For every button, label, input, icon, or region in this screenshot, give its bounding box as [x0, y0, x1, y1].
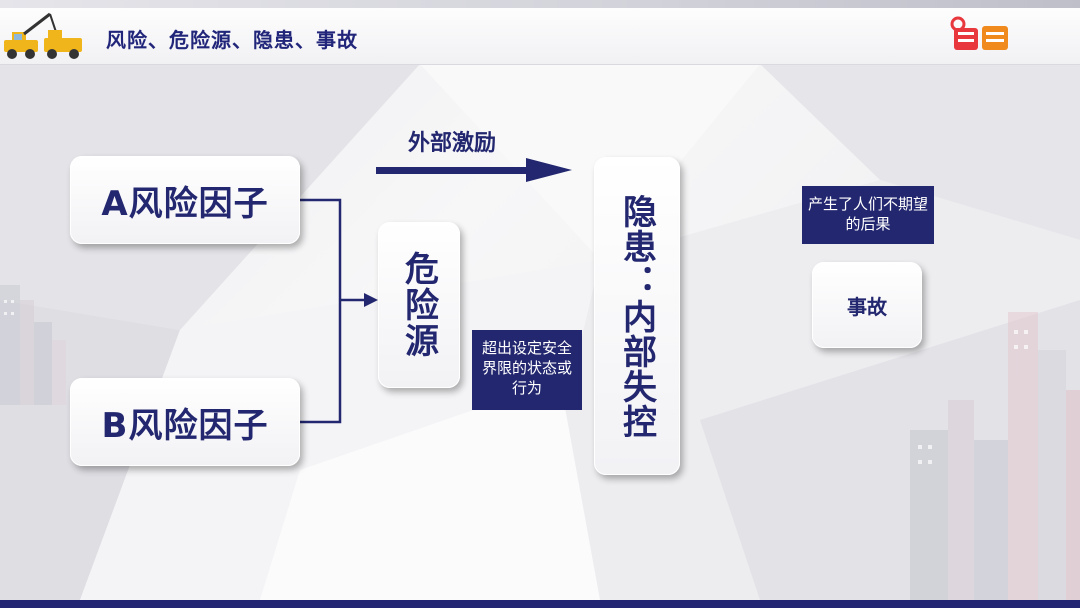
factor-a-box: A风险因子 [70, 156, 300, 244]
connector-factor-b [300, 300, 342, 424]
hidden-danger-box: 隐患：内部失控 [594, 157, 680, 475]
arrow-right-icon [376, 158, 572, 182]
page-title: 风险、危险源、隐患、事故 [106, 28, 358, 52]
arrow-head-icon [364, 293, 378, 307]
construction-vehicles-icon [4, 12, 82, 59]
header-stripe [0, 0, 1080, 8]
factor-b-box: B风险因子 [70, 378, 300, 466]
hazard-note: 超出设定安全界限的状态或行为 [472, 330, 582, 410]
external-incentive-label: 外部激励 [408, 131, 497, 156]
brand-logo-icon [950, 16, 1008, 50]
connector-factor-a [300, 198, 342, 300]
hazard-source-box: 危险源 [378, 222, 460, 388]
accident-box: 事故 [812, 262, 922, 348]
header-bar: 风险、危险源、隐患、事故 [0, 0, 1080, 65]
accident-note: 产生了人们不期望的后果 [802, 186, 934, 244]
footer-bar [0, 600, 1080, 608]
